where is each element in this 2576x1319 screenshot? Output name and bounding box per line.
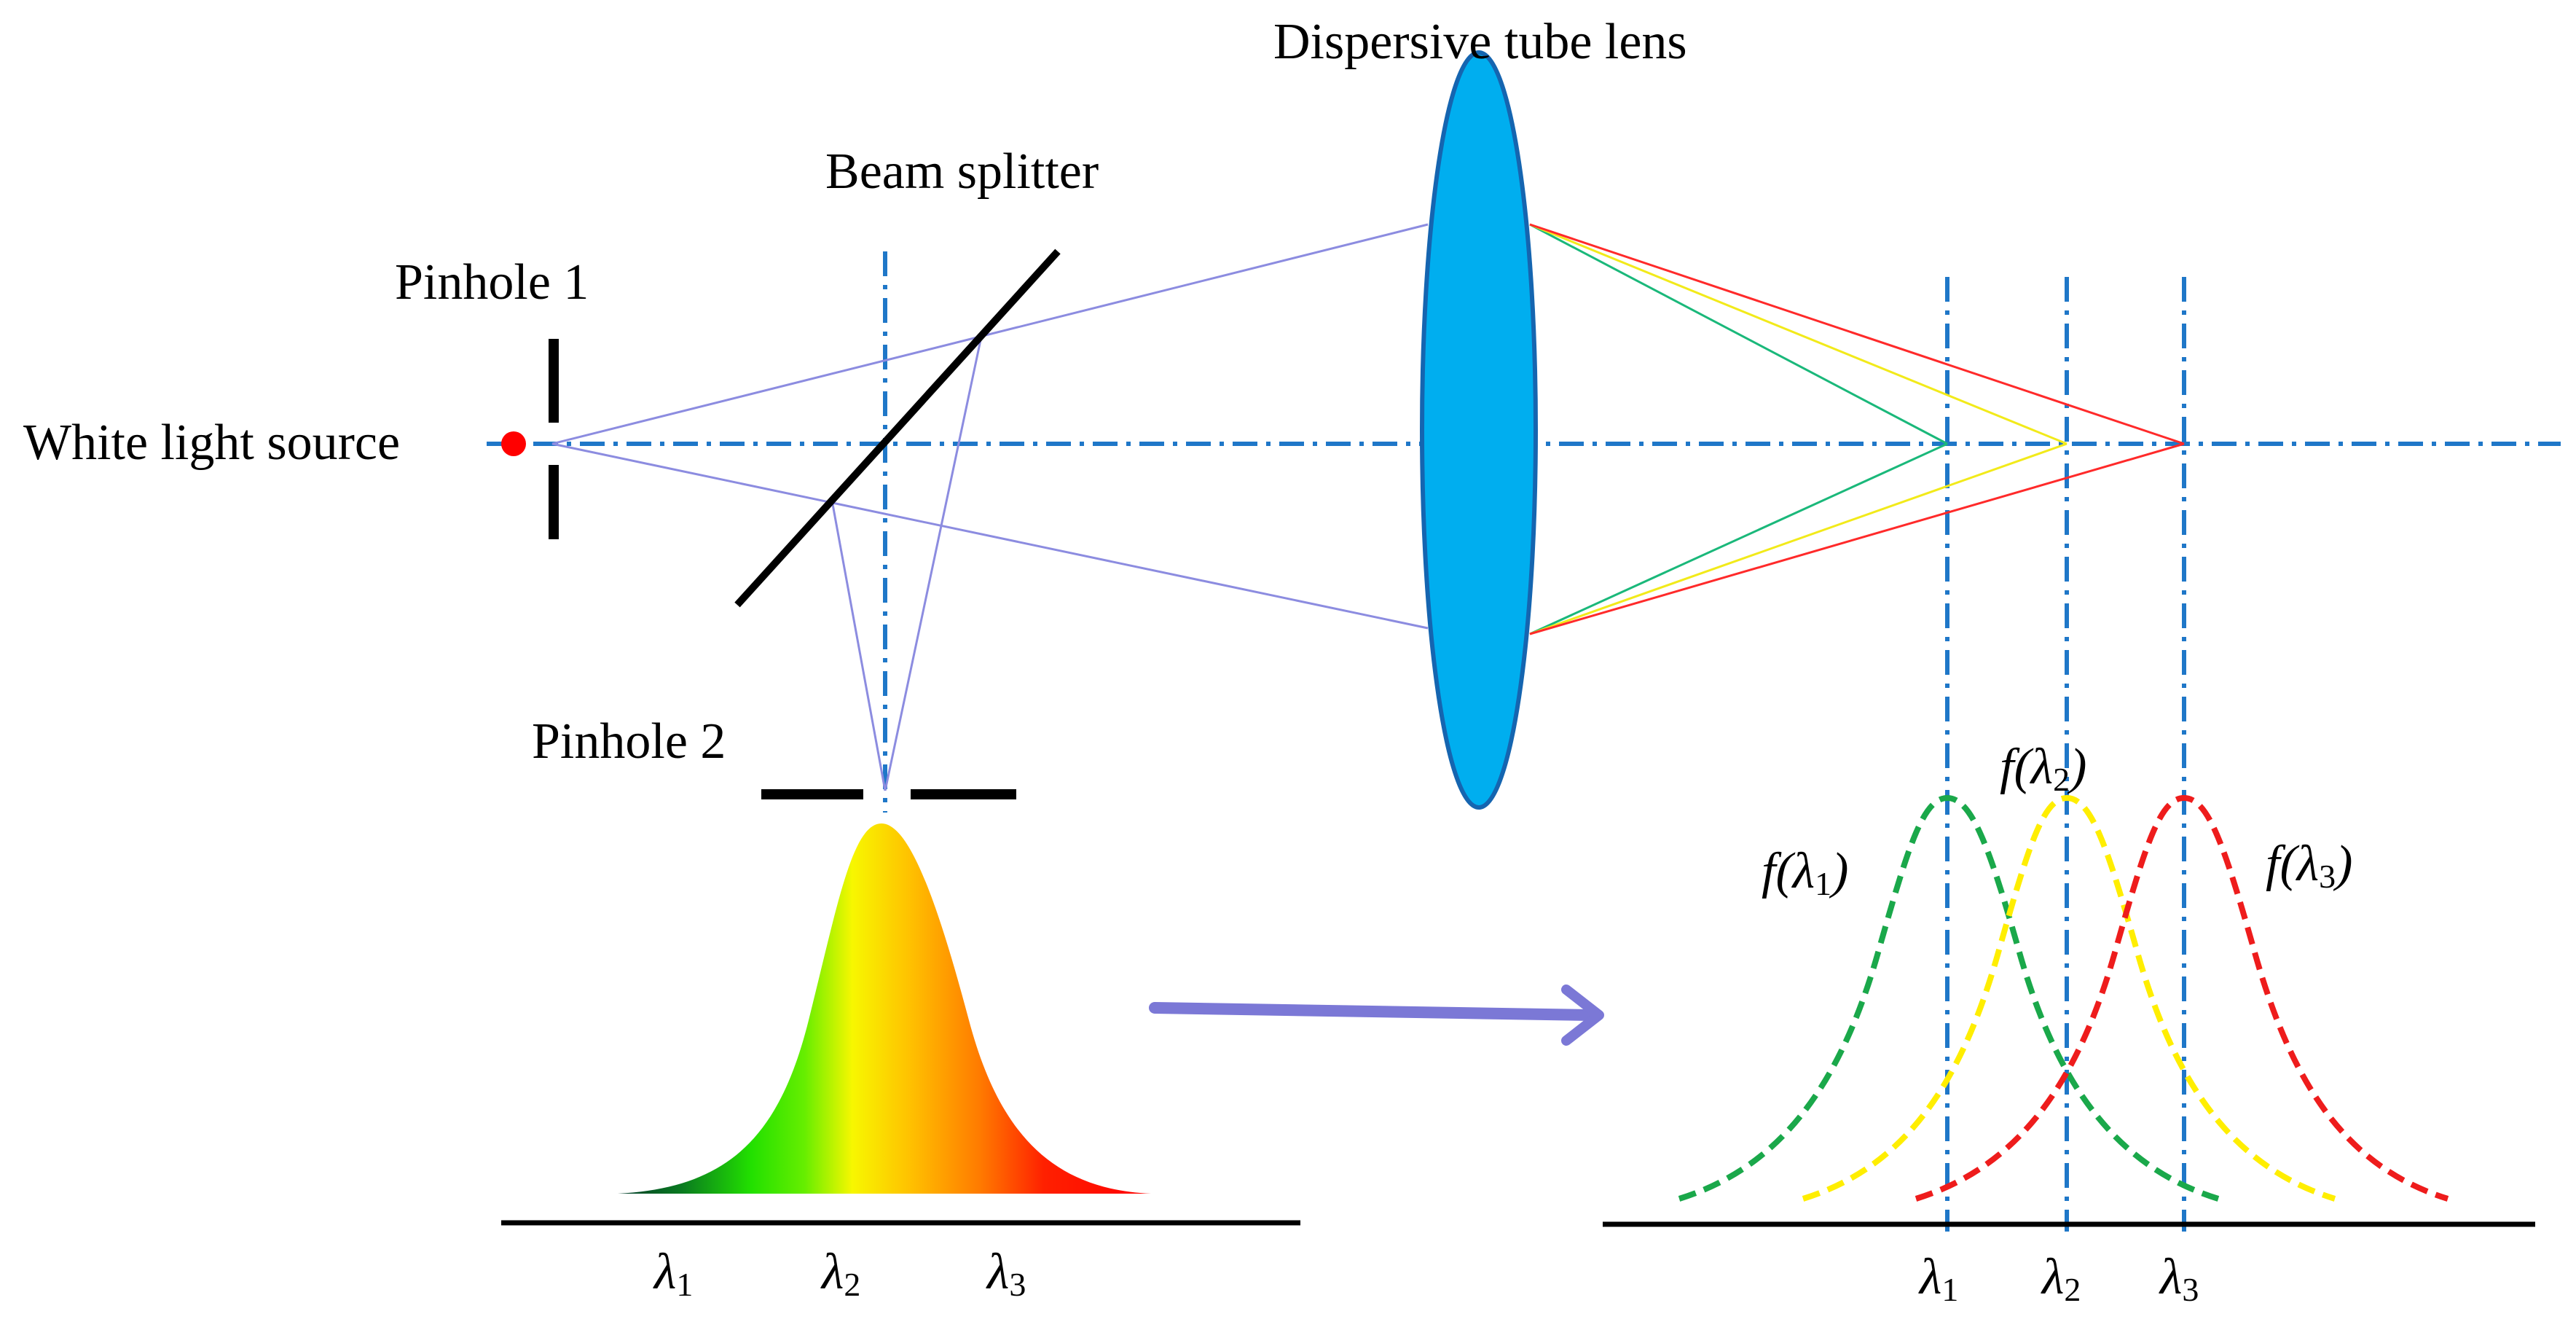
- response-tick-lambda2: λ2: [2041, 1249, 2081, 1308]
- dispersed-rays: [1529, 223, 2185, 635]
- label-beam-splitter: Beam splitter: [825, 144, 1099, 200]
- response-curve-lambda1: [1678, 794, 2220, 1202]
- spectrum-tick-lambda3: λ3: [986, 1244, 1026, 1303]
- white-light-source-dot: [501, 431, 526, 456]
- dispersive-tube-lens: [1420, 50, 1538, 810]
- label-white-light-source: White light source: [23, 415, 400, 471]
- response-curve-lambda2: [1802, 794, 2336, 1202]
- curve-label-f-lambda2: f(λ2): [2000, 739, 2086, 798]
- label-pinhole-1: Pinhole 1: [395, 254, 589, 310]
- response-curve-lambda3: [1915, 794, 2449, 1202]
- response-curves: [1678, 794, 2449, 1202]
- label-pinhole-2: Pinhole 2: [532, 713, 726, 770]
- spectrum-tick-lambda1: λ1: [653, 1244, 693, 1303]
- spectrum-tick-lambda2: λ2: [820, 1244, 860, 1303]
- source-spectrum: [618, 823, 1151, 1194]
- curve-label-f-lambda1: f(λ1): [1762, 843, 1848, 902]
- beam-splitter: [734, 248, 1061, 608]
- label-dispersive-tube-lens: Dispersive tube lens: [1273, 14, 1687, 70]
- transition-arrow: [1149, 985, 1604, 1046]
- response-tick-lambda3: λ3: [2159, 1249, 2199, 1308]
- illumination-rays: [551, 223, 1429, 791]
- curve-label-f-lambda3: f(λ3): [2266, 836, 2352, 895]
- response-tick-lambda1: λ1: [1918, 1249, 1958, 1308]
